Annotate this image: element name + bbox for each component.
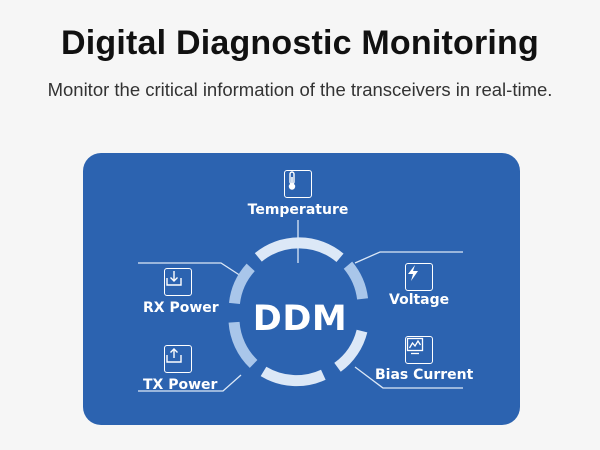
- node-label-tx-power: TX Power: [143, 377, 218, 393]
- ddm-ring: [228, 237, 369, 387]
- page-title: Digital Diagnostic Monitoring: [61, 24, 539, 62]
- chart-monitor-icon: [405, 336, 433, 364]
- thermometer-icon: [284, 170, 312, 198]
- connector-bias-current: [354, 366, 463, 389]
- ring-segment-lower-left: [228, 321, 258, 368]
- ddm-center-label: DDM: [252, 299, 348, 339]
- ring-segment-top: [254, 237, 344, 263]
- connector-lines: [138, 220, 463, 392]
- upload-arrow-icon: [164, 345, 192, 373]
- ring-segment-lower-right: [334, 329, 368, 372]
- node-label-rx-power: RX Power: [143, 300, 219, 316]
- node-label-voltage: Voltage: [389, 292, 450, 308]
- ring-segment-upper-right: [343, 261, 369, 300]
- ddm-diagram-panel: DDM Temperature Voltage Bias Current TX …: [83, 153, 520, 425]
- connector-voltage: [354, 251, 463, 264]
- ring-segment-upper-left: [228, 263, 255, 305]
- node-label-temperature: Temperature: [247, 202, 349, 218]
- ddm-diagram-graphic: [138, 220, 463, 392]
- connector-rx-power: [138, 262, 242, 277]
- download-arrow-icon: [164, 268, 192, 296]
- connector-tx-power: [138, 374, 242, 392]
- ring-segment-bottom: [260, 366, 326, 387]
- node-label-bias-current: Bias Current: [375, 367, 474, 383]
- lightning-bolt-icon: [405, 263, 433, 291]
- page-subtitle: Monitor the critical information of the …: [47, 79, 553, 100]
